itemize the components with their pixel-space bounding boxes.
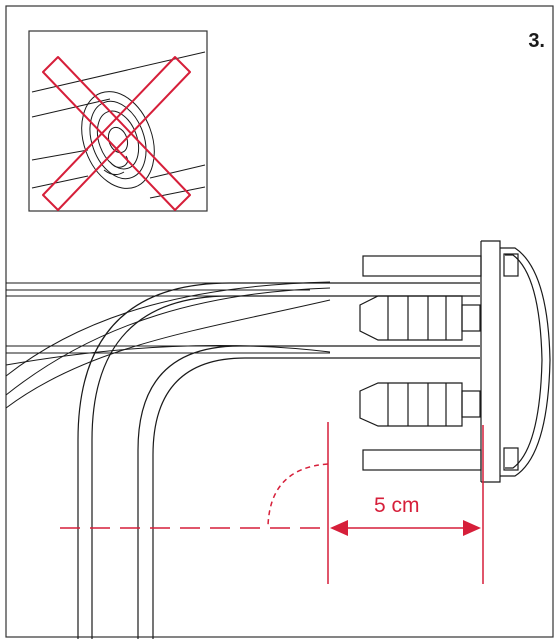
panel-frame <box>5 5 554 638</box>
angle-arc <box>267 463 329 527</box>
sweep-curves <box>5 281 331 409</box>
wall-bracket <box>480 240 551 483</box>
bent-pipe <box>77 282 480 639</box>
measurement-guides <box>60 422 484 584</box>
measurement-label: 5 cm <box>374 494 420 517</box>
tilted-fitting-sketch <box>31 51 206 199</box>
dowels <box>359 295 481 427</box>
step-number: 3. <box>528 30 545 52</box>
horizontal-guides <box>6 282 330 354</box>
cross-mark-icon <box>42 56 191 211</box>
incorrect-inset <box>28 30 208 212</box>
double-arrow-icon <box>330 520 481 536</box>
mounting-bolts <box>362 255 482 471</box>
